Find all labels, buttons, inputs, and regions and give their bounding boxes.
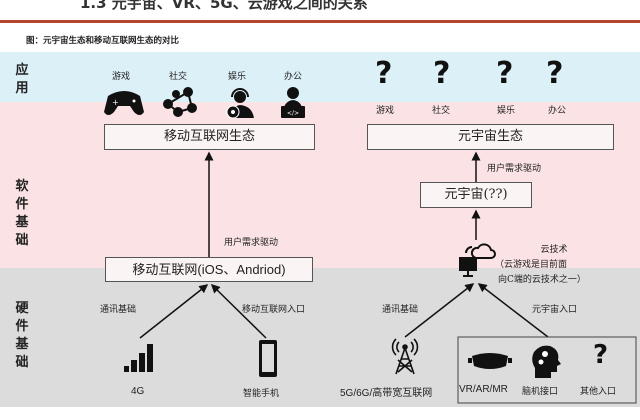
- divider: [0, 20, 640, 23]
- vr-headset-icon: [468, 353, 512, 369]
- metaverse-entry-box: [457, 336, 637, 404]
- net-4g-label: 4G: [131, 386, 145, 397]
- other-entry-label: 其他入口: [580, 387, 617, 397]
- svg-text:+: +: [112, 98, 119, 107]
- app-layer-band: [0, 52, 640, 102]
- mobile-platform-box: 移动互联网(iOS、Andriod): [105, 257, 313, 282]
- smartphone-label: 智能手机: [243, 389, 280, 399]
- question-icon: ?: [496, 56, 514, 91]
- arrow-4g: [139, 284, 209, 339]
- layer-label-app: 应用: [15, 63, 29, 96]
- mobile-ecosystem-box: 移动互联网生态: [104, 124, 315, 150]
- meta-app-game: 游戏: [376, 106, 395, 116]
- app-label-entertainment: 娱乐: [228, 72, 247, 82]
- question-icon: ?: [546, 56, 564, 91]
- headphone-music-icon: [226, 88, 254, 119]
- app-label-office: 办公: [284, 72, 303, 82]
- vr-label: VR/AR/MR: [459, 384, 508, 395]
- arrow-phone: [210, 283, 267, 339]
- cloud-tech-label: 云技术: [540, 245, 568, 255]
- cell-tower-icon: [391, 338, 419, 375]
- question-icon: ?: [593, 340, 609, 370]
- mobile-comm-label: 通讯基础: [100, 305, 137, 315]
- layer-label-hardware: 硬件基础: [15, 301, 29, 370]
- brain-gear-head-icon: [532, 345, 561, 378]
- smartphone-icon: [259, 340, 277, 377]
- meta-app-social: 社交: [432, 106, 451, 116]
- gamepad-icon: +: [104, 91, 144, 115]
- metaverse-ecosystem-box: 元宇宙生态: [367, 124, 614, 150]
- mobile-driver-label: 用户需求驱动: [224, 238, 279, 248]
- bci-label: 脑机接口: [522, 387, 559, 397]
- metaverse-platform-box: 元宇宙(??): [420, 182, 532, 208]
- social-network-icon: [163, 87, 197, 117]
- net-5g-label: 5G/6G/高带宽互联网: [340, 388, 433, 399]
- cloud-tech-note-1: （云游戏是目前面: [495, 260, 568, 270]
- meta-entry-label: 元宇宙入口: [532, 305, 578, 315]
- question-icon: ?: [375, 56, 393, 91]
- layer-label-software: 软件基础: [15, 179, 29, 248]
- figure-caption: 图：元宇宙生态和移动互联网生态的对比: [26, 36, 180, 46]
- app-label-social: 社交: [169, 72, 188, 82]
- signal-bars-icon: [124, 344, 153, 372]
- meta-app-entertainment: 娱乐: [497, 106, 516, 116]
- meta-driver-label: 用户需求驱动: [487, 164, 542, 174]
- arrow-5g: [404, 283, 475, 338]
- app-label-game: 游戏: [112, 72, 131, 82]
- mobile-entry-label: 移动互联网入口: [242, 305, 306, 315]
- arrow-vr: [477, 283, 549, 338]
- cloud-tech-note-2: 向C端的云技术之一）: [498, 275, 586, 285]
- meta-comm-label: 通讯基础: [382, 305, 419, 315]
- section-title: 1.3 元宇宙、VR、5G、云游戏之间的关系: [80, 0, 368, 12]
- office-worker-icon: </>: [281, 87, 305, 118]
- svg-text:</>: </>: [287, 110, 299, 117]
- question-icon: ?: [433, 56, 451, 91]
- cloud-computer-icon: [459, 243, 496, 277]
- meta-app-office: 办公: [548, 106, 567, 116]
